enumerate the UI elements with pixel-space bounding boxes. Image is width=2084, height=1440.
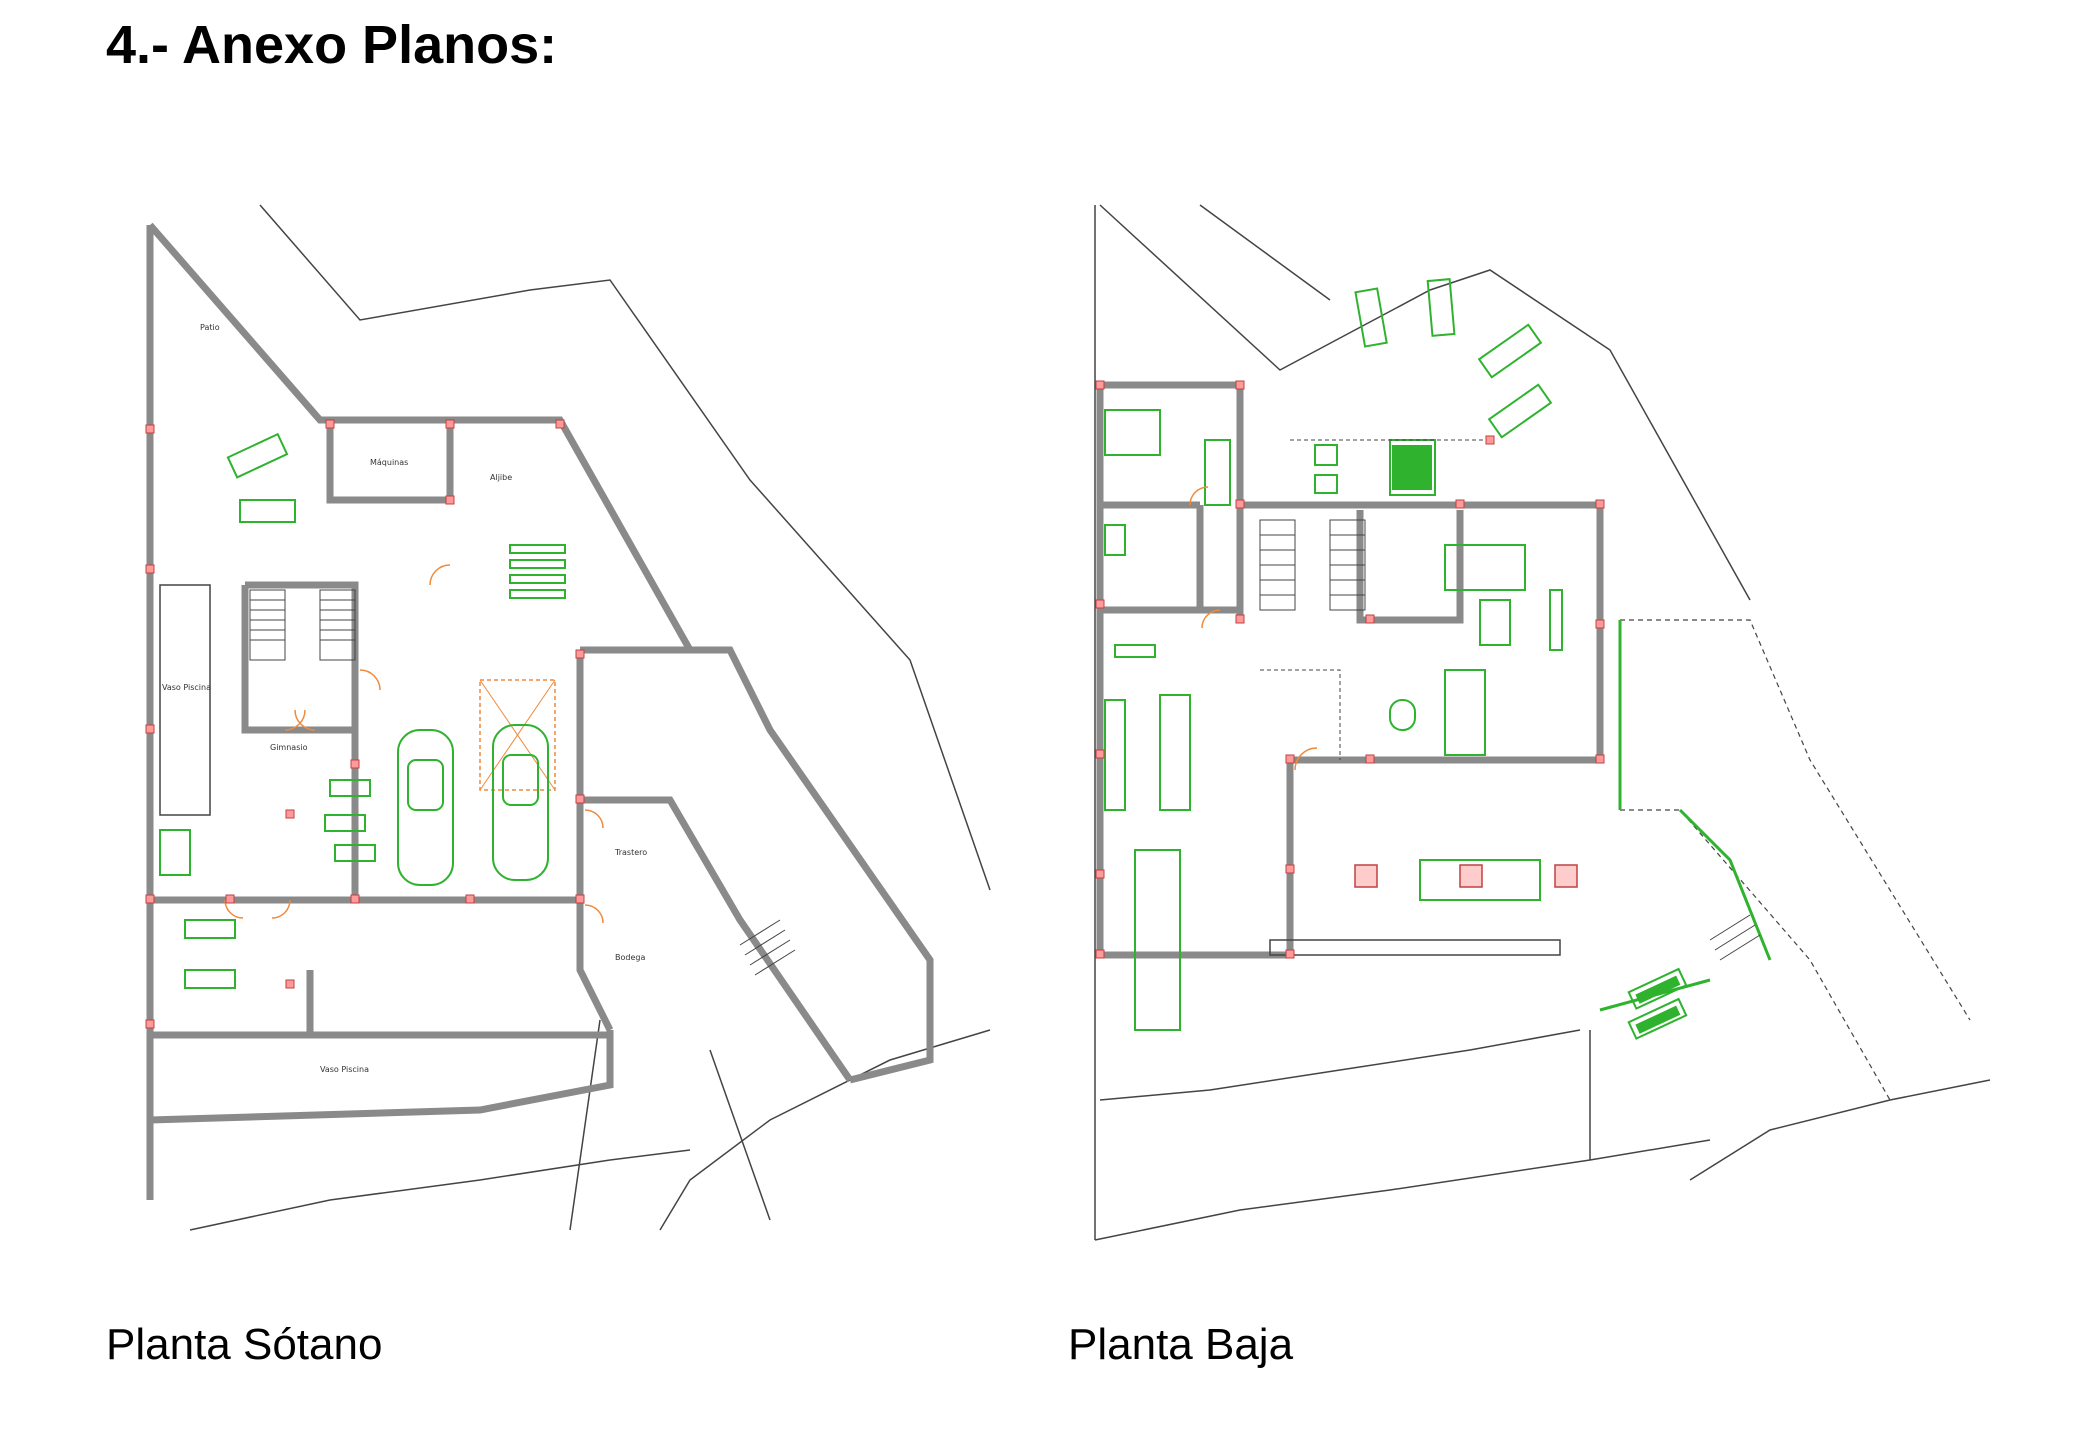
room-label-bodega: Bodega — [615, 953, 645, 962]
room-label-aljibe: Aljibe — [490, 473, 512, 482]
room-label-vaso-piscina-bottom: Vaso Piscina — [320, 1065, 369, 1074]
room-label-maquinas: Máquinas — [370, 458, 408, 467]
room-label-gimnasio: Gimnasio — [270, 743, 308, 752]
caption-planta-sotano: Planta Sótano — [106, 1320, 383, 1369]
section-heading: 4.- Anexo Planos: — [106, 15, 558, 75]
caption-planta-baja: Planta Baja — [1068, 1320, 1294, 1369]
room-label-trastero: Trastero — [614, 848, 647, 857]
room-label-patio: Patio — [200, 323, 220, 332]
plan-sotano-drawing: Patio Máquinas Aljibe Vaso Piscina Gimna… — [130, 200, 1010, 1260]
room-label-vaso-piscina-left: Vaso Piscina — [162, 683, 211, 692]
plan-baja-drawing — [1090, 200, 2010, 1260]
